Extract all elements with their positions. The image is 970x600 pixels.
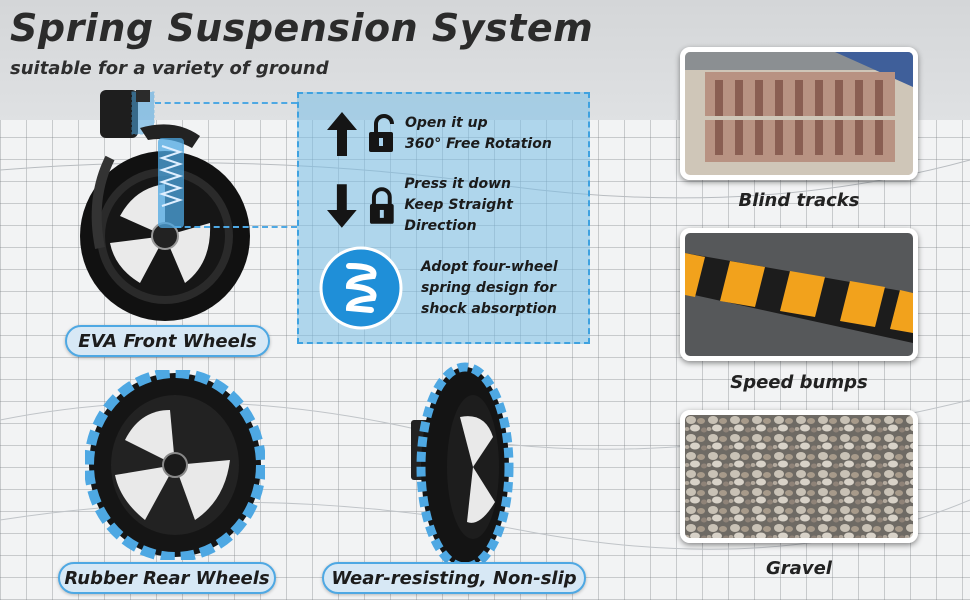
wear-resisting-label: Wear-resisting, Non-slip	[322, 562, 586, 594]
front-wheels-label: EVA Front Wheels	[65, 325, 270, 357]
spring-icon	[319, 246, 403, 330]
blind-tracks-photo	[680, 47, 918, 180]
feature-press-line2: Keep Straight Direction	[404, 197, 513, 234]
lock-icon	[369, 186, 394, 224]
connector-line-top	[155, 102, 297, 104]
page-subtitle: suitable for a variety of ground	[10, 58, 329, 79]
gravel-photo	[680, 410, 918, 543]
feature-press-line1: Press it down	[404, 176, 512, 192]
feature-panel: Open it up 360° Free Rotation Press it d…	[297, 92, 590, 344]
blind-tracks-caption: Blind tracks	[738, 190, 860, 211]
speed-bumps-caption: Speed bumps	[730, 372, 868, 393]
rear-wheels-label: Rubber Rear Wheels	[58, 562, 276, 594]
feature-spring-line2: spring design for	[421, 279, 557, 296]
tread-wheel-image	[411, 362, 514, 572]
rear-wheel-image	[85, 370, 265, 560]
feature-press: Press it down Keep Straight Direction	[327, 174, 588, 237]
feature-open: Open it up 360° Free Rotation	[327, 112, 552, 156]
feature-spring-line1: Adopt four-wheel	[421, 258, 558, 275]
arrow-down-icon	[327, 183, 357, 228]
speed-bumps-photo	[680, 228, 918, 361]
page-title: Spring Suspension System	[10, 6, 594, 50]
gravel-caption: Gravel	[766, 558, 832, 579]
feature-open-line1: Open it up	[405, 115, 488, 131]
front-wheel-image	[80, 90, 250, 321]
connector-line-bottom	[175, 226, 297, 228]
unlock-icon	[369, 114, 394, 152]
feature-spring-line3: shock absorption	[421, 300, 557, 317]
feature-spring: Adopt four-wheel spring design for shock…	[319, 246, 558, 330]
feature-open-line2: 360° Free Rotation	[405, 136, 552, 152]
arrow-up-icon	[327, 112, 357, 156]
